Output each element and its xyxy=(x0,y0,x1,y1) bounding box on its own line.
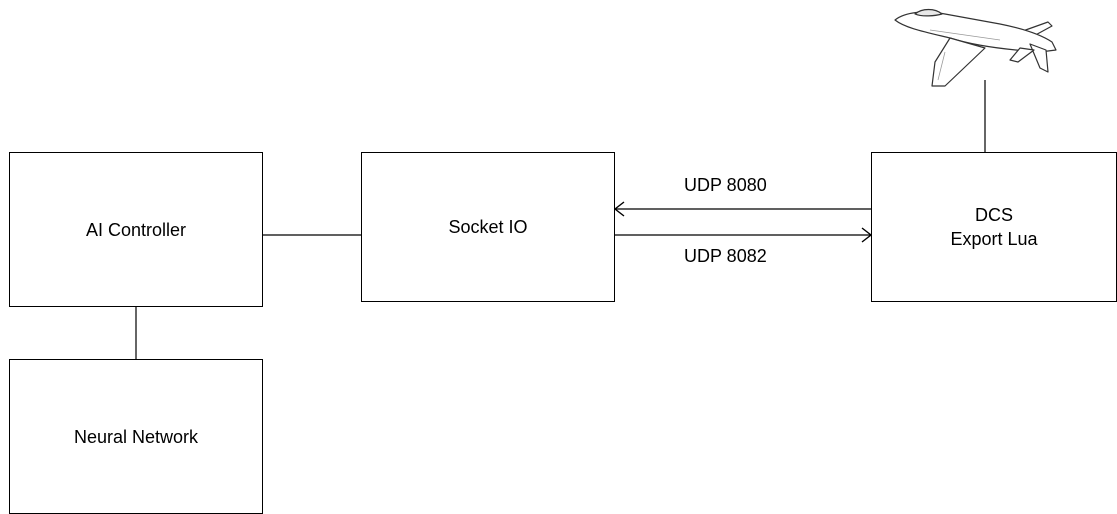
neural-network-box: Neural Network xyxy=(9,359,263,514)
udp-8082-label: UDP 8082 xyxy=(684,246,767,266)
udp-8080-label: UDP 8080 xyxy=(684,175,767,195)
arrow-udp-8082 xyxy=(615,227,873,243)
neural-network-label: Neural Network xyxy=(73,426,199,447)
arrow-udp-8080 xyxy=(613,201,871,217)
jet-aircraft-icon xyxy=(894,8,1057,87)
ai-controller-box: AI Controller xyxy=(9,152,263,307)
socket-io-box: Socket IO xyxy=(361,152,615,302)
export-lua-label: Export Lua xyxy=(950,229,1038,249)
dcs-label: DCS xyxy=(974,205,1013,225)
ai-controller-label: AI Controller xyxy=(85,219,187,240)
socket-io-label: Socket IO xyxy=(448,217,528,237)
dcs-export-lua-box: DCS Export Lua xyxy=(871,152,1117,302)
